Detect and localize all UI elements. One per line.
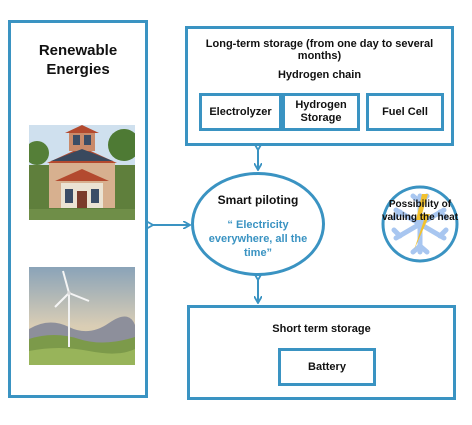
renewable-energies-title: Renewable Energies	[38, 42, 118, 78]
long-term-storage-title: Long-term storage (from one day to sever…	[205, 38, 434, 62]
smart-piloting-title: Smart piloting	[217, 193, 299, 207]
house-solar-photo	[29, 125, 135, 220]
heat-valuing-label: Possibility of valuing the heat	[381, 199, 459, 223]
long-term-storage-box: Long-term storage (from one day to sever…	[185, 26, 454, 146]
smart-piloting-ellipse: Smart piloting “ Electricity everywhere,…	[191, 172, 325, 276]
fuel-cell-box: Fuel Cell	[366, 93, 444, 131]
snowflake-flame-icon	[381, 185, 459, 263]
renewable-energies-box: Renewable Energies	[8, 20, 148, 398]
battery-box: Battery	[278, 348, 376, 386]
short-term-storage-box: Short term storage Battery	[187, 305, 456, 400]
electrolyzer-box: Electrolyzer	[199, 93, 282, 131]
smart-piloting-quote: “ Electricity everywhere, all the time”	[208, 219, 308, 259]
wind-turbine-photo	[29, 267, 135, 365]
heat-valuing-badge: Possibility of valuing the heat	[380, 184, 460, 264]
hydrogen-storage-box: Hydrogen Storage	[282, 93, 360, 131]
hydrogen-chain-title: Hydrogen chain	[277, 69, 362, 81]
short-term-storage-title: Short term storage	[272, 323, 371, 335]
